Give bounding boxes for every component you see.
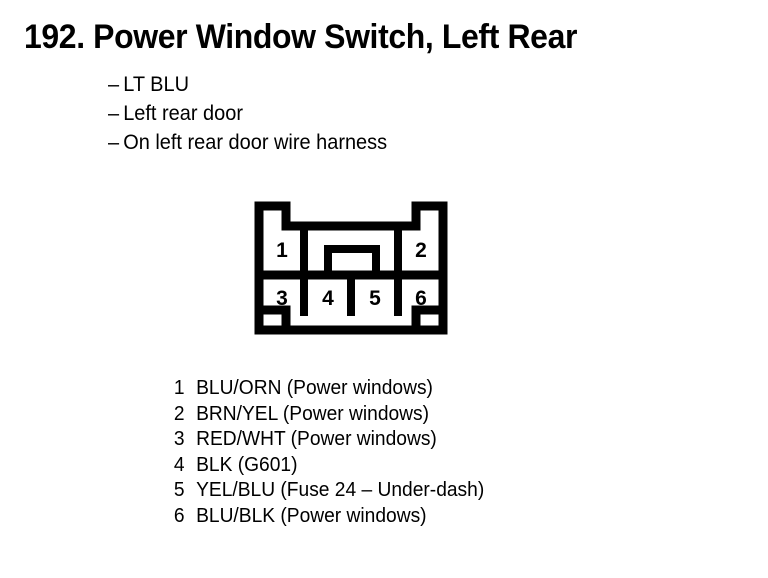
pin-legend-description: BLK (G601) <box>196 453 298 476</box>
pin-legend-number: 5 <box>173 479 185 501</box>
pin-legend-row: 3 RED/WHT (Power windows) <box>150 427 484 453</box>
pin-legend-description: YEL/BLU (Fuse 24 – Under-dash) <box>196 479 485 501</box>
connector-bottom-right-notch <box>411 305 443 330</box>
pin-legend-description: RED/WHT (Power windows) <box>196 428 437 450</box>
connector-pin-label-3: 3 <box>276 287 288 310</box>
connector-pin-label-2: 2 <box>415 239 427 262</box>
connector-body-outline <box>254 201 448 335</box>
pin-legend-number: 1 <box>173 377 185 399</box>
pin-legend-row: 5 YEL/BLU (Fuse 24 – Under-dash) <box>150 478 484 504</box>
pin-legend-number: 3 <box>173 428 185 450</box>
descriptor-item: –Left rear door <box>108 99 387 128</box>
connector-center-tab <box>324 245 380 275</box>
dash-bullet-icon: – <box>108 73 120 96</box>
dash-bullet-icon: – <box>108 131 120 154</box>
connector-pin-label-6: 6 <box>415 287 427 310</box>
connector-diagram: 1 2 3 4 5 6 <box>246 194 466 342</box>
connector-pin-label-4: 4 <box>322 287 334 310</box>
page-title-name: Power Window Switch, Left Rear <box>93 18 578 56</box>
pin-legend-row: 1 BLU/ORN (Power windows) <box>150 376 484 402</box>
pin-legend-description: BLU/BLK (Power windows) <box>196 504 427 527</box>
pin-legend-row: 6 BLU/BLK (Power windows) <box>150 504 484 530</box>
pin-legend-row: 4 BLK (G601) <box>150 453 484 479</box>
descriptor-item: –LT BLU <box>108 70 387 99</box>
descriptor-text: LT BLU <box>123 73 190 96</box>
connector-bottom-left-notch <box>259 305 291 330</box>
page-title-number: 192. <box>24 18 85 56</box>
pin-legend-description: BLU/ORN (Power windows) <box>196 377 433 399</box>
pin-legend-list: 1 BLU/ORN (Power windows) 2 BRN/YEL (Power… <box>150 376 484 529</box>
connector-pin-label-1: 1 <box>276 239 288 262</box>
pin-legend-number: 6 <box>173 504 185 527</box>
descriptor-text: Left rear door <box>123 102 243 125</box>
pin-legend-number: 4 <box>173 453 185 476</box>
pin-legend-number: 2 <box>173 402 185 425</box>
pin-legend-description: BRN/YEL (Power windows) <box>196 402 430 425</box>
dash-bullet-icon: – <box>108 102 120 125</box>
pin-legend-row: 2 BRN/YEL (Power windows) <box>150 402 484 428</box>
descriptor-item: –On left rear door wire harness <box>108 128 387 157</box>
page-title: 192.Power Window Switch, Left Rear <box>24 20 577 54</box>
descriptor-text: On left rear door wire harness <box>123 131 388 154</box>
connector-svg: 1 2 3 4 5 6 <box>254 201 448 335</box>
connector-pin-label-5: 5 <box>369 287 381 310</box>
descriptor-list: –LT BLU –Left rear door –On left rear do… <box>108 70 387 157</box>
